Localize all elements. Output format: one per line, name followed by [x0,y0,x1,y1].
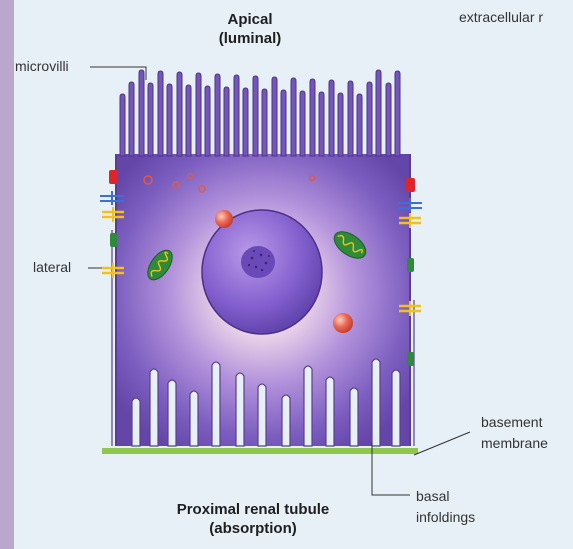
microvillus [310,79,315,156]
bottom-title-line1: Proximal renal tubule [148,500,358,519]
microvillus [120,94,125,156]
microvillus [376,70,381,156]
microvilli-label: microvilli [15,58,69,75]
microvillus [367,82,372,156]
microvillus [272,77,277,156]
microvillus [215,74,220,156]
microvillus [319,92,324,156]
apical-title: Apical (luminal) [190,10,310,48]
basement-membrane-label: basement membrane [481,412,548,454]
nucleolus [241,246,275,278]
microvillus [348,81,353,156]
microvillus [224,87,229,156]
basal-infolding [350,388,358,446]
basal-infolding [372,359,380,446]
basal-infoldings-label: basal infoldings [416,486,475,528]
lateral-label: lateral [33,259,71,276]
lateral-membrane-right [410,154,414,446]
microvillus [386,83,391,156]
microvillus [357,94,362,156]
basal-infolding [258,384,266,446]
microvillus [129,82,134,156]
microvillus [158,71,163,156]
microvillus [177,72,182,156]
basement-label-line1: basement [481,412,548,433]
basal-infolding [392,370,400,446]
basal-infolding [150,369,158,446]
microvillus [281,90,286,156]
nucleus [202,210,322,334]
microvillus [196,73,201,156]
extracellular-label: extracellular r [459,9,543,26]
basement-membrane [102,448,418,454]
basement-leader [414,432,470,455]
microvillus [148,83,153,156]
microvillus [205,86,210,156]
microvillus [253,76,258,156]
microvillus [338,93,343,156]
microvillus [167,84,172,156]
basal-infolding [326,377,334,446]
basal-infolding [236,373,244,446]
microvillus [262,89,267,156]
basal-infolding [282,395,290,446]
microvillus [139,70,144,156]
microvillus [234,75,239,156]
basal-infolding [304,366,312,446]
basal-infolding [212,362,220,446]
basal-infolding [132,398,140,446]
basal-infolding [190,391,198,446]
apical-title-line1: Apical [190,10,310,29]
microvilli-leader [90,67,146,80]
basal-infolding [168,380,176,446]
microvilli [120,70,400,156]
microvillus [186,85,191,156]
bottom-title: Proximal renal tubule (absorption) [148,500,358,538]
microvillus [291,78,296,156]
microvillus [329,80,334,156]
microvillus [243,88,248,156]
basement-label-line2: membrane [481,433,548,454]
microvillus [300,91,305,156]
basal-label-line1: basal [416,486,475,507]
bottom-title-line2: (absorption) [148,519,358,538]
apical-title-line2: (luminal) [190,29,310,48]
microvillus [395,71,400,156]
basal-label-line2: infoldings [416,507,475,528]
